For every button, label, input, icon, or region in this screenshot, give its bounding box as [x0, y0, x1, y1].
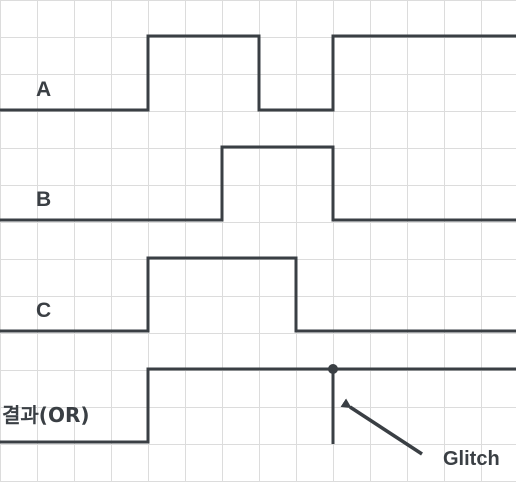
- glitch-arrow: [340, 398, 423, 456]
- glitch-marker-dot: [328, 364, 338, 374]
- signal-a-waveform: [0, 34, 516, 112]
- result-or-label: 결과(OR): [2, 403, 90, 427]
- glitch-label: Glitch: [443, 448, 500, 470]
- signal-c-label: C: [36, 299, 52, 322]
- signal-b-label: B: [36, 188, 52, 211]
- signal-b-waveform: [0, 145, 516, 222]
- signal-c-waveform: [0, 256, 516, 333]
- signal-a-label: A: [36, 78, 52, 101]
